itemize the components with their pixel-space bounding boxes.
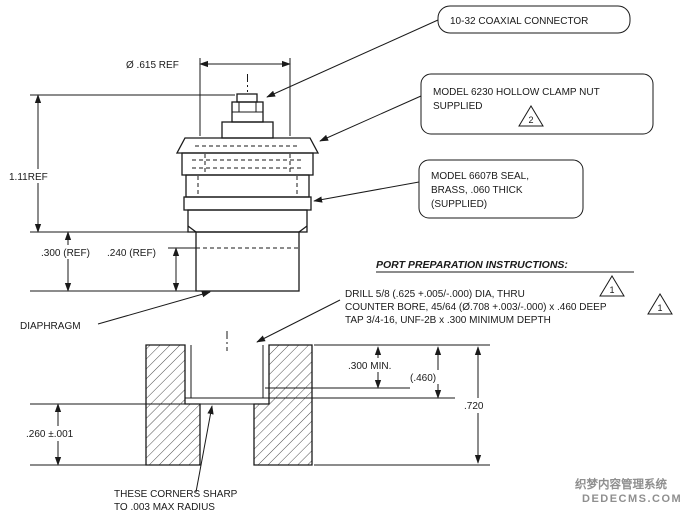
revision-flag-triangle-1a-icon	[599, 275, 625, 297]
port-cross-section	[145, 331, 313, 466]
clamp-nut-flange	[175, 137, 320, 154]
connector-callout-box	[437, 5, 631, 34]
clamp-nut-callout-line2: SUPPLIED	[433, 101, 482, 112]
clamp-nut-callout-line1: MODEL 6230 HOLLOW CLAMP NUT	[433, 87, 600, 98]
instructions-line3: TAP 3/4-16, UNF-2B x .300 MINIMUM DEPTH	[345, 315, 551, 326]
top-dimension-lines	[30, 58, 291, 292]
dim-land-260: .260 ±.001	[26, 429, 74, 440]
sensor-lower-body	[195, 231, 300, 292]
watermark-line2: DEDECMS.COM	[582, 493, 682, 505]
dimension-labels: Ø .615 REF 1.11REF .300 (REF) .240 (REF)…	[6, 60, 500, 513]
connector-callout-label: 10-32 COAXIAL CONNECTOR	[450, 16, 588, 27]
section-left-block	[145, 344, 201, 466]
corners-note-line1: THESE CORNERS SHARP	[114, 489, 238, 500]
clamp-nut-callout-box	[420, 73, 654, 135]
seal-seat	[184, 397, 270, 405]
instructions-line2: COUNTER BORE, 45/64 (Ø.708 +.003/-.000) …	[345, 302, 607, 313]
dim-total-720: .720	[464, 401, 484, 412]
dim-height-111: 1.11REF	[9, 172, 48, 183]
revision-flag-1b-number: 1	[657, 303, 662, 313]
dim-min-300: .300 MIN.	[348, 361, 391, 372]
seal-callout-line3: (SUPPLIED)	[431, 199, 487, 210]
revision-flag-triangle-2-icon	[518, 105, 544, 127]
instructions-heading: PORT PREPARATION INSTRUCTIONS:	[376, 259, 568, 271]
corners-note-line2: TO .003 MAX RADIUS	[114, 502, 215, 513]
seal-callout-line1: MODEL 6607B SEAL,	[431, 171, 529, 182]
watermark-line1: 织梦内容管理系统	[575, 477, 667, 491]
dim-ref-240: .240 (REF)	[107, 248, 156, 259]
seal-callout-line2: BRASS, .060 THICK	[431, 185, 523, 196]
seal-ring	[183, 196, 312, 211]
revision-flag-1a-number: 1	[609, 285, 614, 295]
port-preparation-instructions: PORT PREPARATION INSTRUCTIONS: DRILL 5/8…	[345, 259, 673, 326]
dim-cbore-460: (.460)	[410, 373, 436, 384]
callouts: 10-32 COAXIAL CONNECTOR MODEL 6230 HOLLO…	[20, 5, 654, 332]
instructions-line1: DRILL 5/8 (.625 +.005/-.000) DIA, THRU	[345, 289, 525, 300]
watermark: 织梦内容管理系统 DEDECMS.COM	[575, 477, 682, 505]
dim-dia-615: Ø .615 REF	[126, 60, 179, 71]
revision-flag-2-number: 2	[528, 115, 533, 125]
dim-ref-300: .300 (REF)	[41, 248, 90, 259]
diaphragm-label: DIAPHRAGM	[20, 321, 81, 332]
seal-callout-box	[418, 159, 584, 219]
revision-flag-triangle-1b-icon	[647, 293, 673, 315]
clamp-nut-hex	[181, 152, 314, 176]
sensor-side-view	[175, 74, 320, 292]
section-dimension-lines	[30, 299, 490, 493]
